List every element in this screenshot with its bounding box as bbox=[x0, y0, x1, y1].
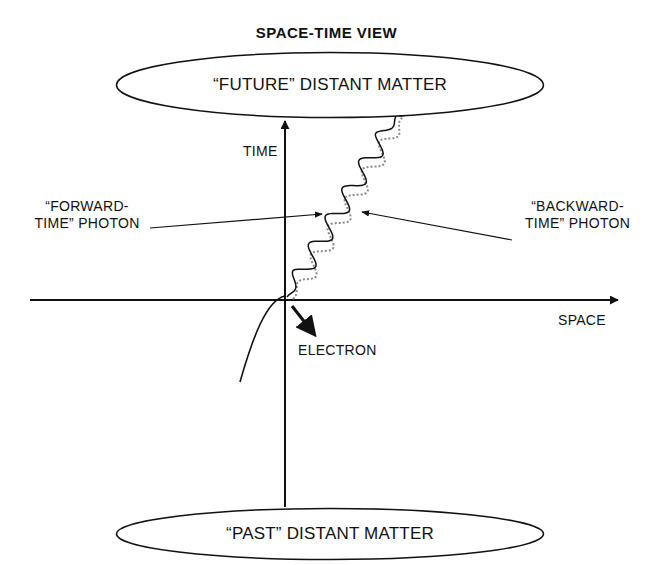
photon-label: “BACKWARD-TIME” PHOTON bbox=[515, 198, 640, 232]
electron-arrow bbox=[292, 306, 314, 334]
time-axis bbox=[284, 121, 286, 507]
backward-photon-wave bbox=[293, 116, 404, 299]
matter-label: “FUTURE” DISTANT MATTER bbox=[115, 75, 545, 95]
axis-label: TIME bbox=[243, 143, 278, 160]
matter-ellipse: “FUTURE” DISTANT MATTER bbox=[115, 51, 545, 119]
diagram-title: SPACE-TIME VIEW bbox=[0, 24, 653, 42]
leader-line bbox=[150, 214, 322, 228]
axis-label: SPACE bbox=[558, 312, 606, 329]
forward-photon-wave bbox=[287, 116, 396, 297]
electron-worldline bbox=[240, 296, 285, 382]
particle-label: ELECTRON bbox=[298, 342, 377, 359]
photon-label: “FORWARD-TIME” PHOTON bbox=[28, 198, 146, 232]
matter-label: “PAST” DISTANT MATTER bbox=[115, 524, 545, 544]
leader-line bbox=[362, 212, 512, 240]
space-axis bbox=[30, 299, 618, 301]
matter-ellipse: “PAST” DISTANT MATTER bbox=[115, 507, 545, 561]
